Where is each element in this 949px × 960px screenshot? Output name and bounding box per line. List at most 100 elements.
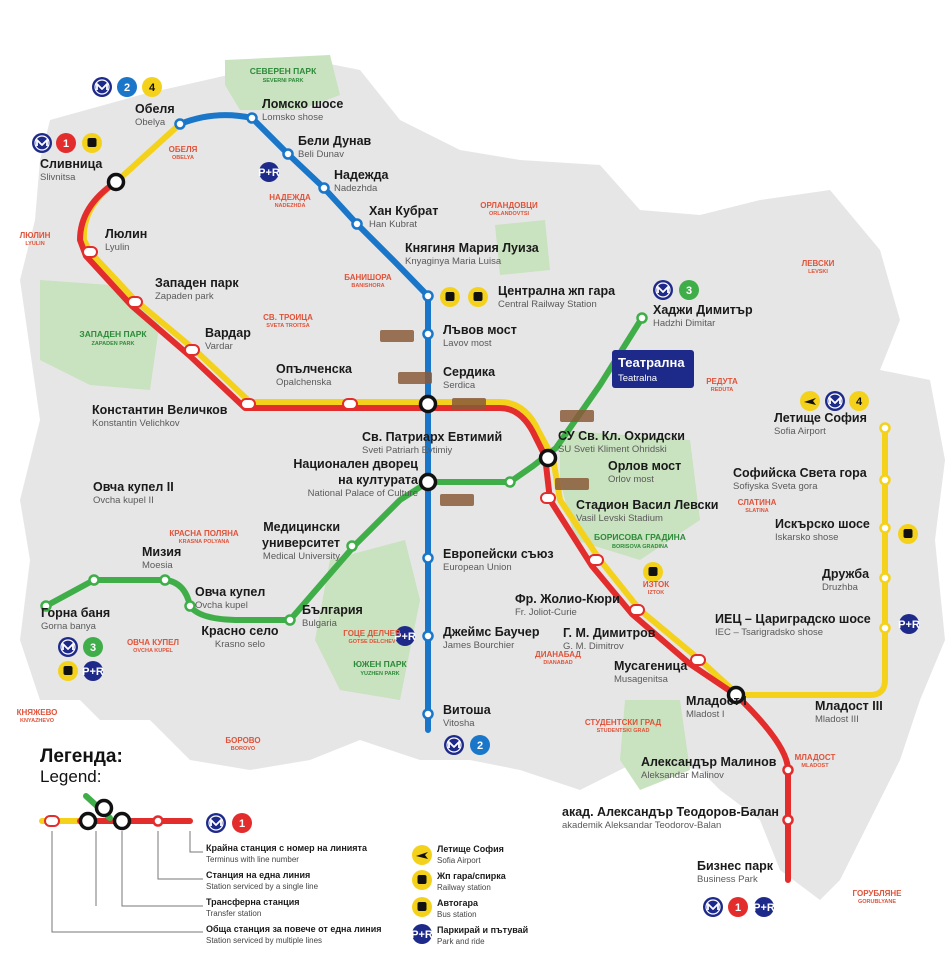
dot-line3-4[interactable] xyxy=(284,614,296,626)
xfer-ndk[interactable] xyxy=(418,472,438,492)
dot-line3-3[interactable] xyxy=(184,600,196,612)
station-opalchenska-latin: Opalchenska xyxy=(276,377,332,388)
dot-line3-1[interactable] xyxy=(88,574,100,586)
dot-line2-4[interactable] xyxy=(351,218,363,230)
legend-title-en: Legend: xyxy=(40,767,101,786)
dot-line3-6[interactable] xyxy=(504,476,516,488)
dot-musagenitsa[interactable] xyxy=(690,654,706,666)
station-ndk-name: Национален дворец xyxy=(293,457,418,471)
dot-zapaden-park[interactable] xyxy=(127,296,143,308)
dot-line4-3[interactable] xyxy=(879,572,891,584)
dot-k-velichkov[interactable] xyxy=(240,398,256,410)
dot-stadion[interactable] xyxy=(540,492,556,504)
dot-line2-7[interactable] xyxy=(422,552,434,564)
xfer-serdika[interactable] xyxy=(418,394,438,414)
dot-line2-9[interactable] xyxy=(422,708,434,720)
dot-line2-5[interactable] xyxy=(422,290,434,302)
dot-lyulin[interactable] xyxy=(82,246,98,258)
dot-line3-2[interactable] xyxy=(159,574,171,586)
dot-joliot[interactable] xyxy=(588,554,604,566)
legend-xfer-c[interactable] xyxy=(112,811,132,831)
dot-line3-7[interactable] xyxy=(636,312,648,324)
dot-line3-5[interactable] xyxy=(346,540,358,552)
legend-xfer-b[interactable] xyxy=(94,798,114,818)
dot-vardar[interactable] xyxy=(184,344,200,356)
dot-line4-4[interactable] xyxy=(879,622,891,634)
legend-rail-icon xyxy=(412,870,432,890)
station-med-name-2: университет xyxy=(262,536,340,550)
dot-line2-8[interactable] xyxy=(422,630,434,642)
badge-bauchar-pr: P+R xyxy=(394,626,416,646)
xfer-slivnitsa[interactable] xyxy=(106,172,126,192)
legend-single-label: Станция на една линия xyxy=(206,870,310,880)
park-yuzhen-latin: YUZHEN PARK xyxy=(360,671,399,677)
dot-line2-0[interactable] xyxy=(174,118,186,130)
xfer-su[interactable] xyxy=(538,448,558,468)
dot-line4-2[interactable] xyxy=(879,522,891,534)
dot-line2-2[interactable] xyxy=(282,148,294,160)
dot-line4-1[interactable] xyxy=(879,474,891,486)
dot-line2-1[interactable] xyxy=(246,112,258,124)
dot-line2-3[interactable] xyxy=(318,182,330,194)
xfer-mladost1[interactable] xyxy=(726,685,746,705)
dot-line3-0[interactable] xyxy=(40,600,52,612)
dot-line4-0[interactable] xyxy=(879,422,891,434)
station-vardar-name: Вардар xyxy=(205,326,251,340)
dot-line1-0[interactable] xyxy=(782,764,794,776)
dot-line2-6[interactable] xyxy=(422,328,434,340)
legend-single-dot[interactable] xyxy=(152,815,164,827)
dot-opalchenska[interactable] xyxy=(342,398,358,410)
station-mariya-luiza-latin: Knyaginya Maria Luisa xyxy=(405,256,502,267)
station-teodorov[interactable]: акад. Александър Теодоров-Баланakademik … xyxy=(562,805,779,831)
dot-line1-1[interactable] xyxy=(782,814,794,826)
badge-vitosha-l2: 2 xyxy=(470,735,490,755)
legend-pr-icon-label: P+R xyxy=(411,929,433,941)
legend-xfer-a[interactable] xyxy=(78,811,98,831)
station-k-velichkov-latin: Konstantin Velichkov xyxy=(92,418,180,429)
dot-dimitrov[interactable] xyxy=(629,604,645,616)
station-med-name: Медицински xyxy=(263,520,340,534)
